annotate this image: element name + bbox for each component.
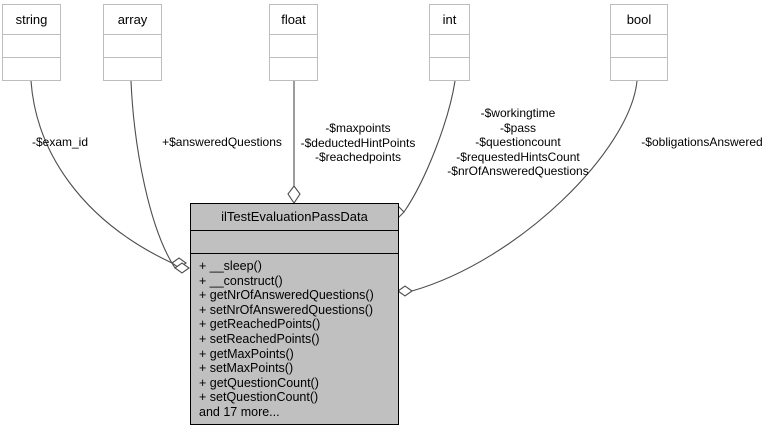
type-node-float[interactable]: float [269, 4, 318, 81]
operation-item: + getNrOfAnsweredQuestions() [199, 288, 374, 303]
edge-label-answered-questions: +$answeredQuestions [162, 135, 282, 149]
class-node-iltestevaluationpassdata[interactable]: ilTestEvaluationPassData + __sleep() + _… [190, 203, 399, 425]
type-node-float-operations [270, 58, 317, 80]
type-node-int-operations [430, 58, 469, 80]
edge-label-int-group: -$workingtime -$pass -$questioncount -$r… [447, 106, 588, 179]
type-node-string-attributes [3, 35, 60, 58]
edge-label-maxpoints: -$maxpoints [325, 121, 391, 135]
edge-array [130, 80, 176, 269]
operation-item: + __construct() [199, 273, 283, 288]
operation-item: + getMaxPoints() [199, 346, 294, 361]
type-node-bool-attributes [611, 35, 667, 58]
operation-item: + __sleep() [199, 259, 262, 273]
edge-label-obligations-answered: -$obligationsAnswered [641, 135, 763, 149]
type-node-float-title: float [270, 5, 317, 35]
edge-label-nr-of-answered-questions: -$nrOfAnsweredQuestions [447, 164, 589, 179]
aggregation-diamond-bool [397, 285, 413, 297]
edge-string [30, 80, 173, 264]
type-node-bool-title: bool [611, 5, 667, 35]
type-node-int-attributes [430, 35, 469, 58]
aggregation-diamond-array [174, 262, 190, 274]
class-node-attributes [191, 231, 398, 254]
edge-label-pass: -$pass [499, 120, 537, 135]
class-node-operations: + __sleep() + __construct() + getNrOfAns… [191, 254, 398, 424]
edge-label-workingtime: -$workingtime [480, 106, 556, 120]
class-node-title: ilTestEvaluationPassData [191, 204, 398, 231]
type-node-string-operations [3, 58, 60, 80]
edge-label-questioncount: -$questioncount [475, 135, 561, 150]
type-node-array-attributes [104, 35, 161, 58]
edge-label-deducted-hint-points: -$deductedHintPoints [300, 135, 416, 150]
operation-item: + setNrOfAnsweredQuestions() [199, 302, 374, 317]
aggregation-diamond-float [287, 185, 301, 204]
operation-item: + getReachedPoints() [199, 317, 321, 332]
type-node-array[interactable]: array [103, 4, 162, 81]
type-node-string-title: string [3, 5, 60, 35]
edge-label-float-group: -$maxpoints -$deductedHintPoints -$reach… [301, 121, 416, 165]
edge-label-requested-hints-count: -$requestedHintsCount [456, 149, 580, 164]
type-node-bool-operations [611, 58, 667, 80]
aggregation-diamond-string [171, 257, 187, 269]
type-node-int-title: int [430, 5, 469, 35]
type-node-float-attributes [270, 35, 317, 58]
operation-item: + setReachedPoints() [199, 331, 320, 346]
type-node-bool[interactable]: bool [610, 4, 668, 81]
type-node-int[interactable]: int [429, 4, 470, 81]
edge-label-reachedpoints: -$reachedpoints [314, 150, 402, 165]
type-node-array-title: array [104, 5, 161, 35]
operation-item-more: and 17 more... [199, 404, 280, 419]
type-node-array-operations [104, 58, 161, 80]
operation-item: + getQuestionCount() [199, 375, 319, 390]
operation-item: + setQuestionCount() [199, 390, 319, 405]
operation-item: + setMaxPoints() [199, 361, 294, 376]
edge-label-exam-id: -$exam_id [31, 135, 89, 149]
type-node-string[interactable]: string [2, 4, 61, 81]
